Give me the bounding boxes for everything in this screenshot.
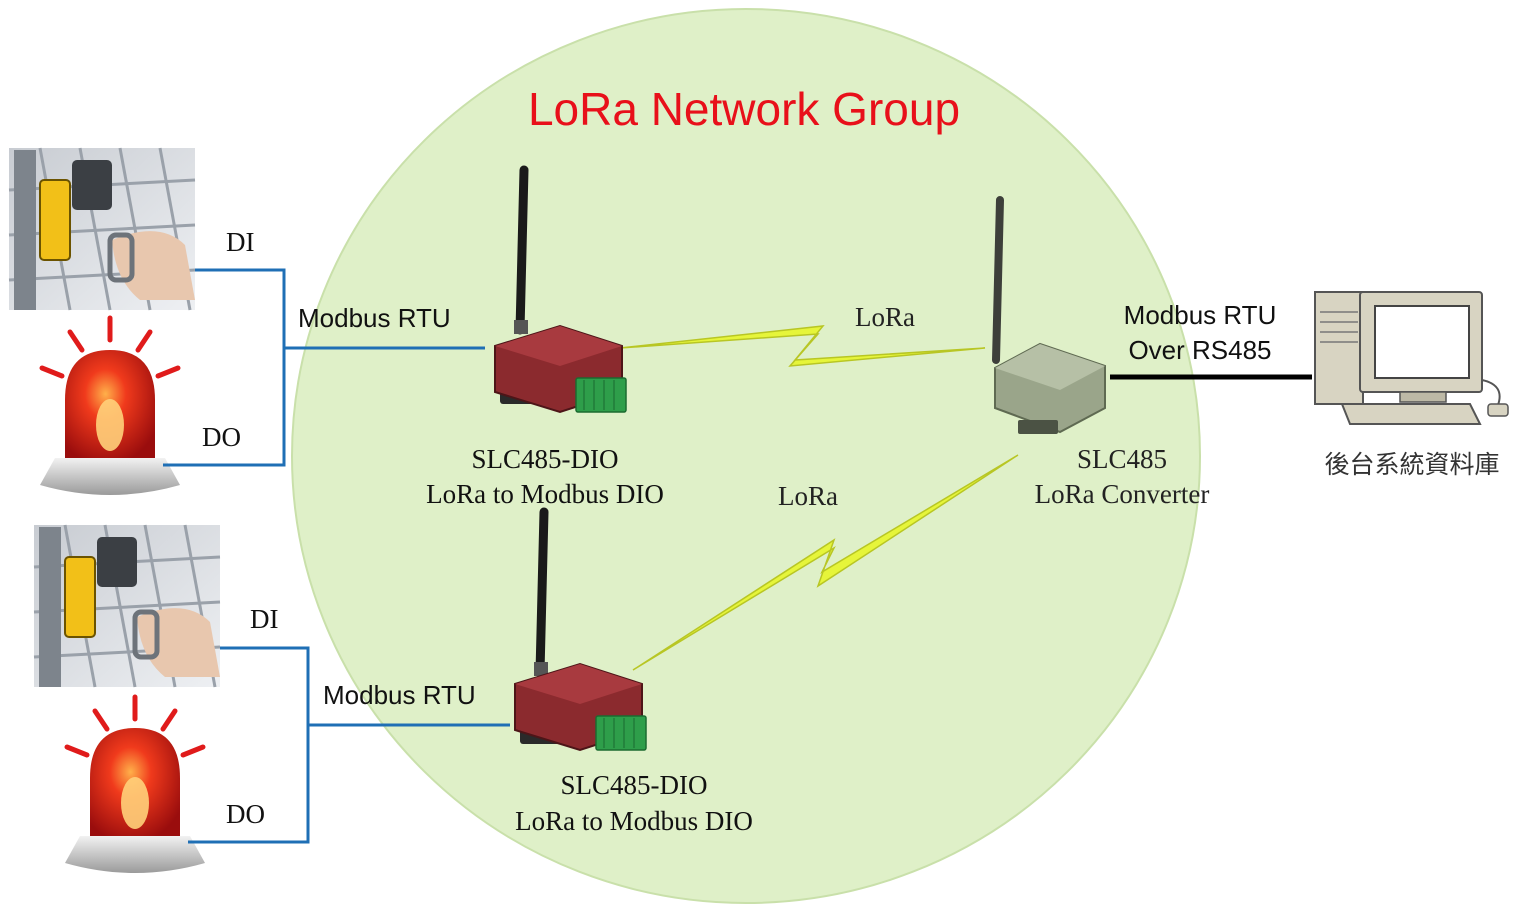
modbus-rtu-label: Modbus RTU — [323, 680, 476, 710]
slc485-dio-device — [514, 507, 647, 752]
door-lock-switch-icon — [33, 524, 221, 688]
lora-converter-icon — [992, 196, 1106, 434]
lora-link-bolt — [632, 454, 1019, 671]
di-label: DI — [226, 227, 255, 257]
red-beacon-icon — [39, 315, 181, 495]
device-desc-label: LoRa to Modbus DIO — [426, 479, 664, 509]
modbus-rtu-label: Modbus RTU — [298, 303, 451, 333]
do-label: DO — [226, 799, 265, 829]
lora-network-circle — [291, 8, 1201, 904]
rs485-link-label: Over RS485 — [1128, 335, 1271, 365]
device-name-label: SLC485-DIO — [472, 444, 619, 474]
diagram-title: LoRa Network Group — [528, 83, 960, 135]
lora-label: LoRa — [855, 302, 915, 332]
group1-wiring — [163, 268, 485, 467]
door-lock-switch-icon — [8, 147, 196, 311]
rs485-link-label: Modbus RTU — [1124, 300, 1277, 330]
red-beacon-icon — [64, 694, 206, 873]
group2-wiring — [188, 646, 510, 844]
lora-label: LoRa — [778, 481, 838, 511]
desktop-computer-icon — [1314, 291, 1509, 425]
backend-database-label: 後台系統資料庫 — [1324, 451, 1499, 479]
device-name-label: SLC485-DIO — [561, 770, 708, 800]
di-label: DI — [250, 604, 279, 634]
device-desc-label: LoRa to Modbus DIO — [515, 806, 753, 836]
lora-link-bolt — [619, 325, 986, 367]
converter-name-label: SLC485 — [1077, 444, 1167, 474]
slc485-dio-device — [494, 165, 627, 414]
converter-desc-label: LoRa Converter — [1035, 479, 1210, 509]
do-label: DO — [202, 422, 241, 452]
